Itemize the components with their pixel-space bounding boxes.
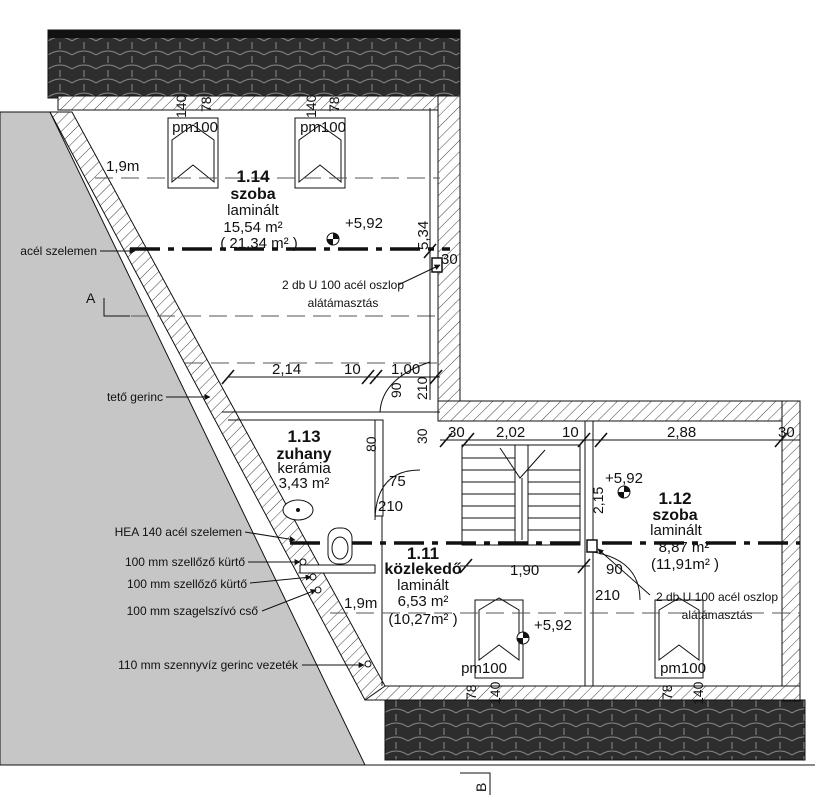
room-1-11-level: +5,92 [534,617,572,634]
room-1-14-area-alt: ( 21,34 m² ) [220,235,298,252]
room-1-14-level: +5,92 [345,215,383,232]
dim-10-a: 10 [344,361,361,378]
section-label-b: B [473,783,489,792]
dim-30-a: 30 [414,428,430,444]
partition-shower-right [374,419,384,517]
win-140-a: 140 [173,94,189,118]
room-1-13-number: 1.13 [287,427,320,446]
dim-1-9m-top: 1,9m [106,158,139,175]
room-1-13-name: zuhany [276,446,331,463]
win-78-a: 78 [198,96,214,112]
section-label-a: A [86,290,96,306]
annotation-teto-gerinc: tető gerinc [107,390,163,404]
annotation-szellozo-1: 100 mm szellőző kürtő [125,555,245,569]
dim-80: 80 [363,436,379,452]
skylight-2 [294,117,346,189]
room-1-12-area-alt: (11,91m² ) [651,556,719,573]
dim-1-9m-bottom: 1,9m [344,595,377,612]
dim-30-b: 30 [448,424,465,441]
room-1-14-area: 15,54 m² [223,219,282,236]
wall-mid-top [437,400,799,422]
level-marker-1-11 [516,631,530,645]
room-1-12-name: szoba [652,507,697,524]
dim-1-00: 1,00 [391,361,420,378]
steel-column-lower [586,539,598,553]
room-1-11-number: 1.11 [407,544,439,563]
dim-10-b: 10 [562,424,579,441]
dim-210-c: 210 [595,587,620,604]
dim-90-a: 90 [388,382,404,398]
room-1-13-area: 3,43 m² [279,475,330,492]
win-140-b: 140 [303,94,319,118]
win-78-d: 78 [659,684,675,700]
win-140-c: 140 [487,681,503,705]
annotation-oszlop-1-line1: 2 db U 100 acél oszlop [282,278,404,292]
room-1-12-floor: laminált [650,522,703,539]
win-78-b: 78 [326,96,342,112]
wall-sloped [49,111,386,701]
roof-tiles-bottom [384,699,806,761]
room-1-12-level: +5,92 [605,470,643,487]
section-marker-a [103,298,130,317]
wall-far-right [781,400,801,702]
annotation-szennyviz: 110 mm szennyvíz gerinc vezeték [118,658,299,672]
partition-shower-bottom [299,564,376,574]
annotation-hea-140: HEA 140 acél szelemen [115,525,242,539]
skylight-1 [167,117,219,189]
staircase [461,444,581,546]
room-1-11-floor: laminált [397,577,450,594]
level-marker-1-12 [617,485,631,499]
win-78-c: 78 [463,684,479,700]
annotation-oszlop-1-line2: alátámasztás [308,296,379,310]
room-1-13-floor: kerámia [277,460,331,477]
dim-30-c: 30 [778,424,795,441]
annotation-szellozo-2: 100 mm szellőző kürtő [127,577,247,591]
room-1-14-floor: laminált [227,202,280,219]
dim-75: 75 [389,473,406,490]
room-1-11-name: közlekedő [384,561,462,578]
dim-2-88: 2,88 [667,424,696,441]
wall-top [57,95,461,111]
window-label-3: pm100 [461,660,507,677]
room-1-14-name: szoba [230,186,275,203]
window-label-1: pm100 [172,119,218,136]
annotation-oszlop-2-line2: alátámasztás [682,608,753,622]
dim-1-90: 1,90 [510,562,539,579]
roof-tiles-top-edge [48,30,460,38]
section-marker-b [460,772,491,795]
dim-2-14: 2,14 [272,361,301,378]
level-marker-1-14 [326,232,340,246]
dim-210-a: 210 [414,376,430,400]
win-140-d: 140 [690,681,706,705]
wall-bottom [364,685,801,701]
window-label-4: pm100 [660,660,706,677]
window-label-2: pm100 [300,119,346,136]
room-1-12-area: 8,87 m² [659,539,710,556]
dim-5-34: 5,34 [415,221,432,250]
annotation-oszlop-2-line1: 2 db U 100 acél oszlop [656,590,778,604]
shower-toilet [327,527,353,565]
dim-90-b: 90 [606,561,623,578]
dim-2-02: 2,02 [496,424,525,441]
dimension-lines [221,108,800,601]
annotation-leaders [100,248,651,668]
partition-1-12-left [584,420,594,687]
dim-30-right: 30 [441,251,458,268]
roof-tiles-top [47,29,461,99]
skylight-4 [654,597,704,679]
room-1-11-area-alt: (10,27m² ) [388,611,457,628]
shower-sink [282,499,314,521]
room-1-12-number: 1.12 [658,489,691,508]
room-1-11-area: 6,53 m² [398,593,449,610]
dim-210-b: 210 [378,498,403,515]
room-1-14-number: 1.14 [236,167,270,186]
dim-2-15: 2,15 [590,487,606,514]
annotation-acel-szelemen: acél szelemen [20,244,97,258]
annotation-szagelszivo: 100 mm szagelszívó cső [127,604,259,618]
